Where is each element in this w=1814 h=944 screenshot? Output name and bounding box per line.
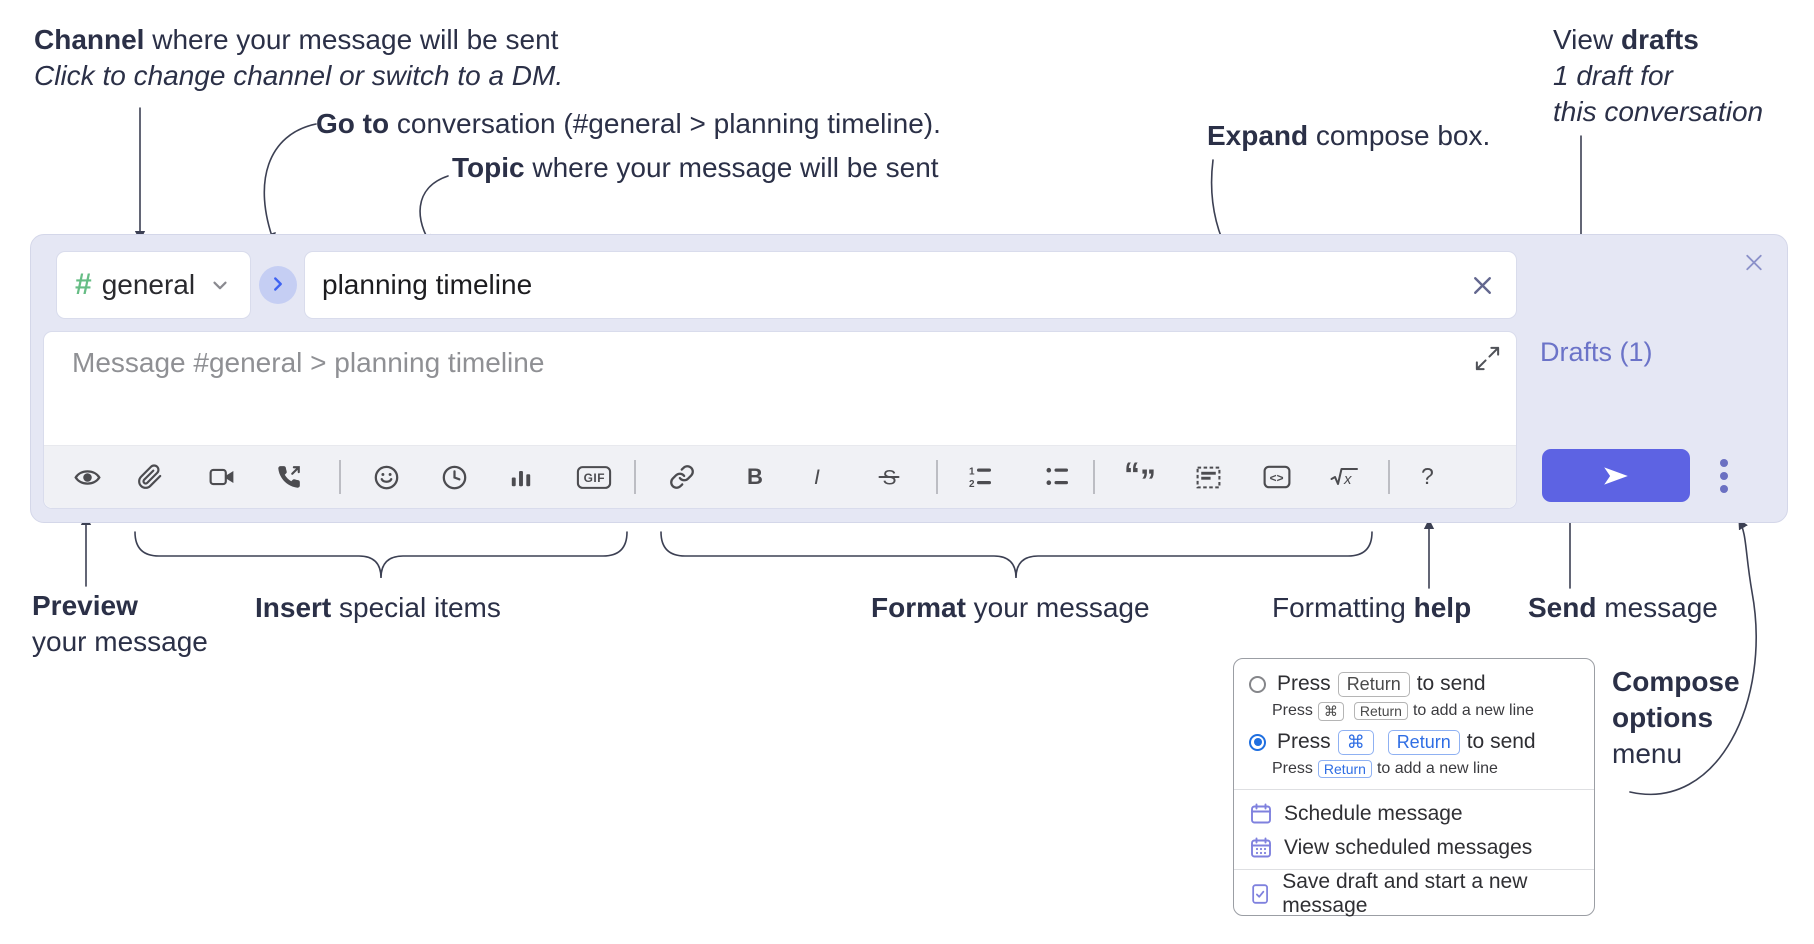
vertical-ellipsis-icon bbox=[1720, 458, 1728, 493]
document-check-icon bbox=[1252, 884, 1268, 904]
svg-text:GIF: GIF bbox=[584, 471, 605, 485]
option-enter-to-send-hint: Press ⌘ Return to add a new line bbox=[1272, 701, 1534, 721]
svg-text:x: x bbox=[1343, 471, 1352, 488]
option-enter-to-send[interactable]: Press Return to send bbox=[1234, 669, 1594, 699]
view-drafts-annotation: View drafts 1 draft for this conversatio… bbox=[1553, 24, 1764, 127]
topic-value: planning timeline bbox=[322, 269, 533, 300]
svg-text:”: ” bbox=[1140, 463, 1156, 492]
radio-selected-icon[interactable] bbox=[1249, 733, 1266, 751]
video-call-icon[interactable] bbox=[200, 446, 244, 508]
svg-text:“: “ bbox=[1124, 462, 1140, 492]
return-keycap: Return bbox=[1387, 729, 1460, 755]
formatting-help-icon[interactable]: ? bbox=[1405, 446, 1449, 508]
go-to-conversation-button[interactable] bbox=[259, 266, 297, 304]
menu-item-view-scheduled-messages[interactable]: View scheduled messages bbox=[1234, 831, 1594, 865]
cmd-keycap: ⌘ bbox=[1317, 701, 1344, 721]
link-icon[interactable] bbox=[660, 446, 704, 508]
bold-icon[interactable]: B bbox=[732, 446, 776, 508]
cmd-keycap: ⌘ bbox=[1337, 729, 1374, 755]
time-icon[interactable] bbox=[432, 446, 476, 508]
channel-selector[interactable]: # general bbox=[56, 251, 251, 319]
insert-brace bbox=[134, 531, 628, 579]
send-button[interactable] bbox=[1542, 449, 1690, 502]
option-cmd-enter-to-send-hint: Press Return to add a new line bbox=[1272, 760, 1498, 778]
compose-toolbar: GIF B I S 12 bbox=[44, 445, 1516, 508]
clear-topic-button[interactable] bbox=[1465, 268, 1500, 303]
topic-input[interactable]: planning timeline bbox=[304, 251, 1517, 319]
channel-name: general bbox=[101, 269, 196, 300]
popup-divider bbox=[1234, 789, 1594, 790]
emoji-icon[interactable] bbox=[364, 446, 408, 508]
goto-annotation: Go to conversation (#general > planning … bbox=[316, 108, 941, 139]
quote-icon[interactable]: “” bbox=[1120, 446, 1164, 508]
svg-text:1: 1 bbox=[969, 467, 975, 478]
toolbar-divider bbox=[339, 460, 341, 494]
svg-text:I: I bbox=[814, 466, 820, 489]
radio-unselected-icon[interactable] bbox=[1249, 675, 1266, 693]
svg-text:B: B bbox=[747, 464, 763, 489]
gif-icon[interactable]: GIF bbox=[572, 446, 616, 508]
chevron-right-icon bbox=[267, 273, 289, 298]
menu-item-schedule-message[interactable]: Schedule message bbox=[1234, 797, 1594, 831]
menu-item-save-draft[interactable]: Save draft and start a new message bbox=[1234, 870, 1594, 917]
insert-annotation: Insert special items bbox=[255, 592, 501, 623]
channel-hash-icon: # bbox=[75, 268, 92, 301]
preview-annotation: Preview your message bbox=[32, 590, 208, 657]
topic-annotation: Topic where your message will be sent bbox=[452, 152, 939, 183]
svg-text:2: 2 bbox=[969, 479, 975, 490]
toolbar-divider bbox=[634, 460, 636, 494]
return-keycap: Return bbox=[1317, 760, 1372, 778]
strikethrough-icon[interactable]: S bbox=[867, 446, 911, 508]
attach-file-icon[interactable] bbox=[128, 446, 172, 508]
message-placeholder: Message #general > planning timeline bbox=[72, 347, 545, 378]
close-icon bbox=[1474, 276, 1491, 294]
compose-options-button[interactable] bbox=[1702, 449, 1746, 502]
bulleted-list-icon[interactable] bbox=[1036, 446, 1080, 508]
calendar-icon bbox=[1251, 803, 1271, 824]
close-icon bbox=[1746, 254, 1762, 270]
formatting-help-annotation: Formatting help bbox=[1272, 592, 1472, 623]
compose-options-annotation: Compose options menu bbox=[1612, 666, 1740, 769]
chevron-down-icon bbox=[209, 274, 231, 296]
italic-icon[interactable]: I bbox=[797, 446, 841, 508]
expand-compose-button[interactable] bbox=[1471, 342, 1504, 375]
expand-annotation: Expand compose box. bbox=[1207, 120, 1491, 151]
calendar-grid-icon bbox=[1251, 837, 1271, 858]
close-compose-button[interactable] bbox=[1737, 245, 1771, 279]
svg-text:?: ? bbox=[1421, 463, 1434, 489]
compose-box: # general planning timeline Message #gen… bbox=[30, 234, 1788, 523]
voice-call-icon[interactable] bbox=[267, 446, 311, 508]
poll-icon[interactable] bbox=[499, 446, 543, 508]
option-cmd-enter-to-send[interactable]: Press ⌘ Return to send bbox=[1234, 727, 1594, 757]
expand-icon bbox=[1475, 346, 1500, 371]
code-icon[interactable]: <> bbox=[1255, 446, 1299, 508]
return-keycap: Return bbox=[1337, 671, 1410, 697]
format-brace bbox=[660, 531, 1373, 579]
toolbar-divider bbox=[936, 460, 938, 494]
channel-annotation: Channel where your message will be sent … bbox=[34, 24, 564, 91]
message-input-area[interactable]: Message #general > planning timeline bbox=[43, 331, 1517, 509]
toolbar-divider bbox=[1093, 460, 1095, 494]
toolbar-divider bbox=[1388, 460, 1390, 494]
send-icon bbox=[1604, 466, 1628, 485]
preview-icon[interactable] bbox=[65, 446, 109, 508]
popup-divider bbox=[1234, 869, 1594, 870]
format-annotation: Format your message bbox=[871, 592, 1150, 623]
math-icon[interactable]: x bbox=[1322, 446, 1366, 508]
spoiler-icon[interactable] bbox=[1186, 446, 1230, 508]
drafts-link[interactable]: Drafts (1) bbox=[1540, 337, 1653, 367]
goto-connector-curve bbox=[263, 123, 317, 244]
compose-options-popup: Press Return to send Press ⌘ Return to a… bbox=[1233, 658, 1595, 917]
send-annotation: Send message bbox=[1528, 592, 1718, 623]
svg-text:<>: <> bbox=[1270, 471, 1284, 485]
return-keycap: Return bbox=[1353, 702, 1408, 720]
